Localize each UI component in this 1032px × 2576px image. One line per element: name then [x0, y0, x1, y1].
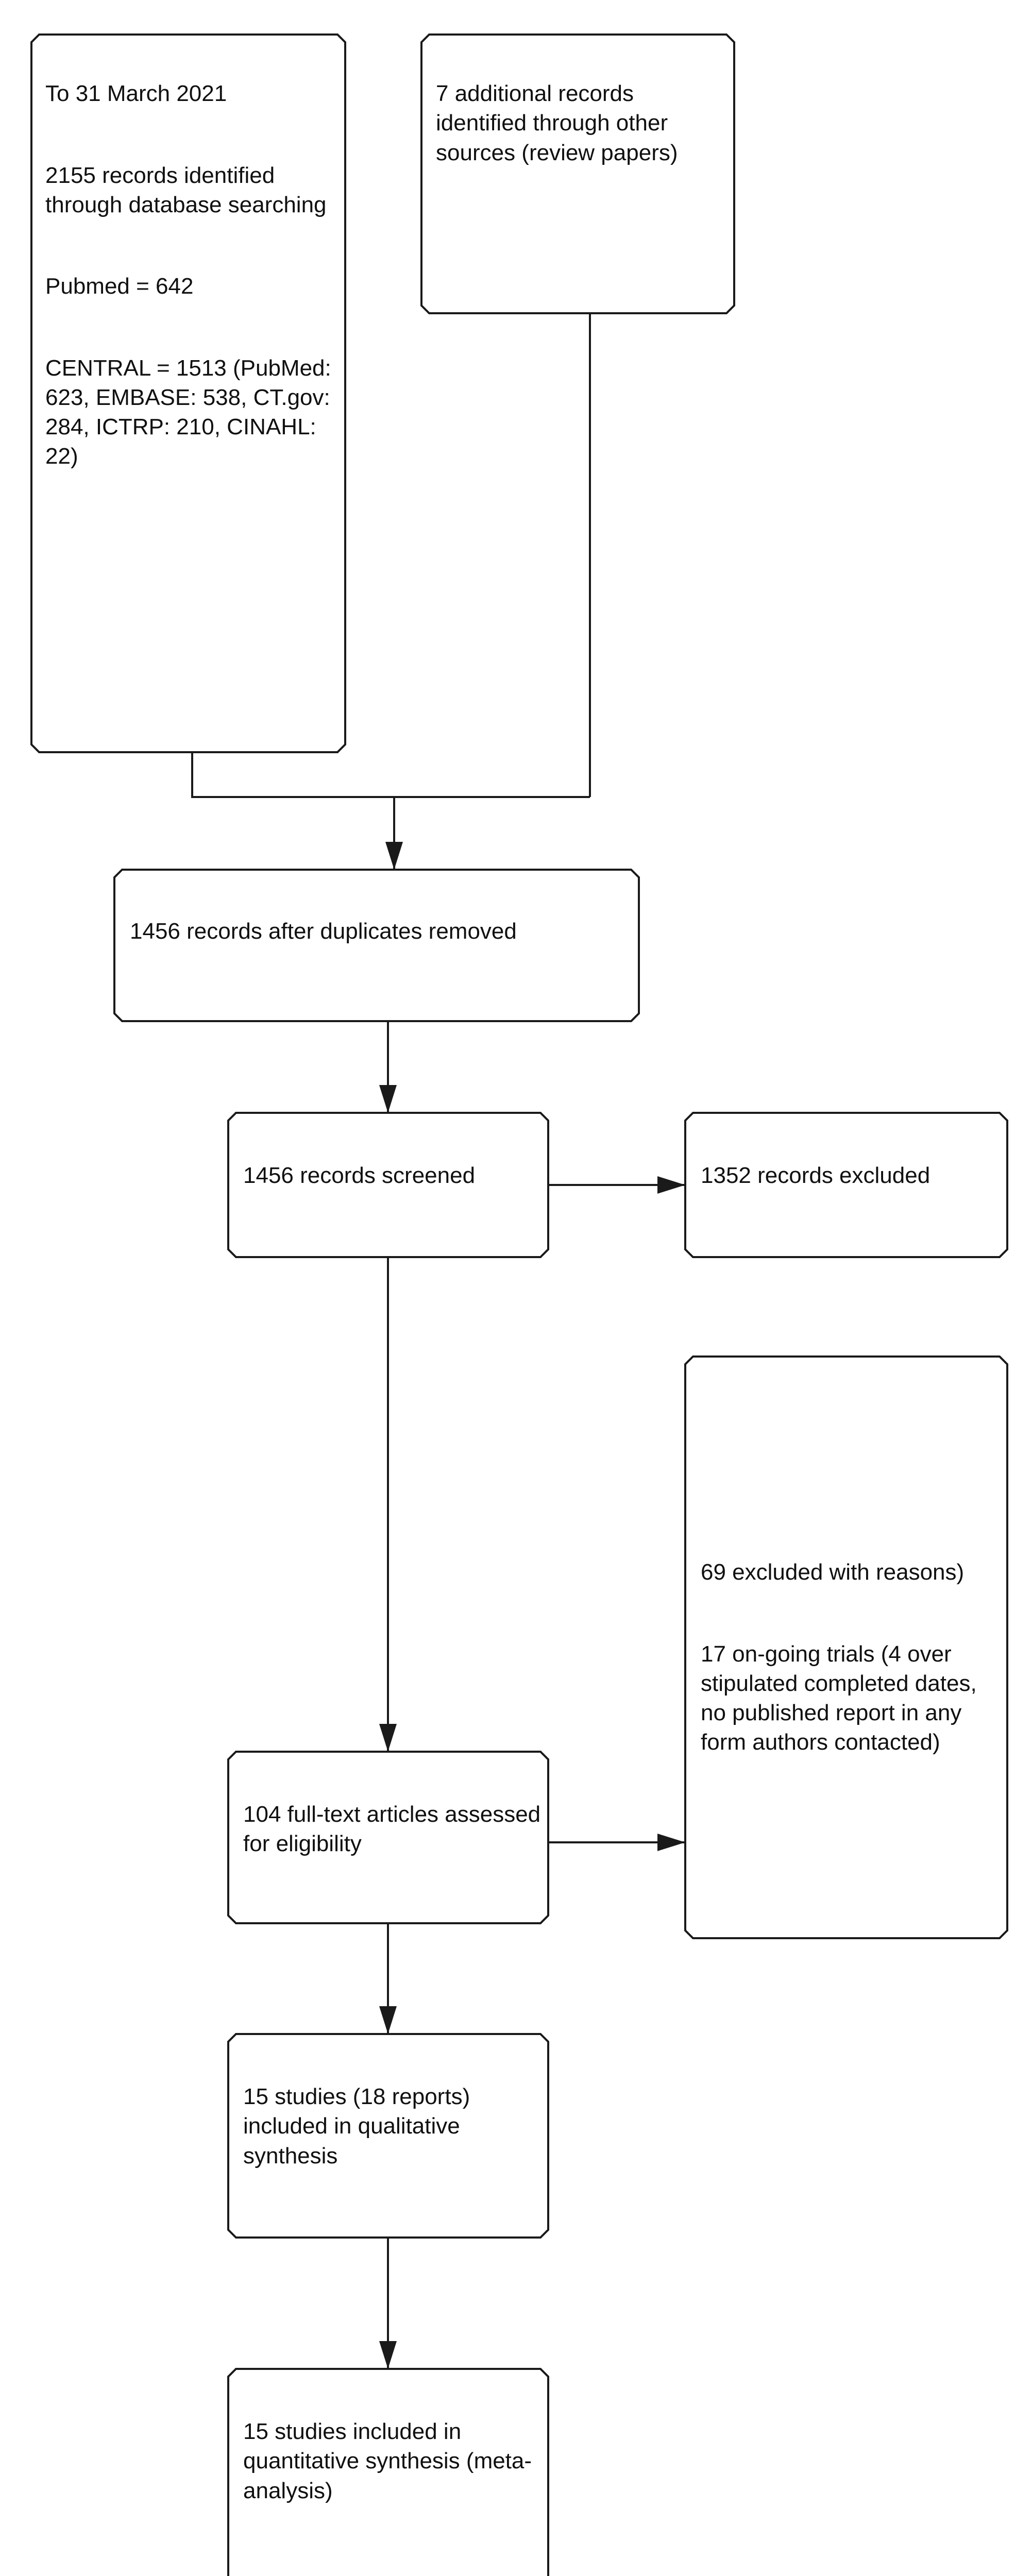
- arrowhead-merge-to-duplicates-removed: [385, 842, 403, 870]
- connector-database-to-merge: [191, 752, 590, 798]
- identification-database-paragraph-2: Pubmed = 642: [45, 274, 194, 299]
- identification-database-paragraph-1: 2155 records identified through database…: [45, 162, 327, 217]
- box-full-text-articles-assessed: [227, 1751, 549, 1924]
- box-studies-in-quantitative-synthesis: [227, 2368, 549, 2576]
- records-screened-paragraph-0: 1456 records screened: [243, 1163, 476, 1189]
- identification-other-sources-paragraph-0: 7 additional records identified through …: [436, 81, 678, 165]
- arrowhead-fulltext-to-qualitative: [379, 2006, 397, 2034]
- text-full-text-articles-assessed: 104 full-text articles assessed for elig…: [243, 1770, 542, 1888]
- qualitative-synthesis-paragraph-0: 15 studies (18 reports) included in qual…: [243, 2084, 470, 2168]
- text-records-screened: 1456 records screened: [243, 1131, 542, 1220]
- records-after-duplicates-removed-paragraph-0: 1456 records after duplicates removed: [130, 919, 517, 944]
- arrowhead-fulltext-to-excluded-reasons: [657, 1834, 685, 1851]
- identification-database-paragraph-3: CENTRAL = 1513 (PubMed: 623, EMBASE: 538…: [45, 355, 331, 469]
- arrowhead-screened-to-excluded: [657, 1176, 685, 1194]
- text-identification-database: To 31 March 2021 2155 records identified…: [45, 49, 340, 500]
- box-records-excluded: [684, 1112, 1008, 1258]
- text-studies-in-quantitative-synthesis: 15 studies included in quantitative synt…: [243, 2387, 542, 2535]
- box-identification-other-sources: [420, 33, 735, 314]
- full-text-excluded-paragraph-1: 17 on-going trials (4 over stipulated co…: [701, 1641, 977, 1755]
- text-identification-other-sources: 7 additional records identified through …: [436, 49, 724, 197]
- full-text-excluded-paragraph-0: 69 excluded with reasons): [701, 1560, 965, 1585]
- box-full-text-excluded-with-reasons: [684, 1355, 1008, 1939]
- text-full-text-excluded-with-reasons: 69 excluded with reasons) 17 on-going tr…: [701, 1528, 1000, 1787]
- arrowhead-duplicates-to-screened: [379, 1085, 397, 1113]
- identification-database-paragraph-0: To 31 March 2021: [45, 81, 227, 107]
- box-studies-in-qualitative-synthesis: [227, 2033, 549, 2239]
- records-excluded-paragraph-0: 1352 records excluded: [701, 1163, 931, 1189]
- box-records-screened: [227, 1112, 549, 1258]
- box-records-after-duplicates-removed: [113, 869, 640, 1022]
- arrowhead-screened-to-fulltext: [379, 1724, 397, 1752]
- text-records-after-duplicates-removed: 1456 records after duplicates removed: [130, 887, 624, 976]
- text-studies-in-qualitative-synthesis: 15 studies (18 reports) included in qual…: [243, 2053, 542, 2200]
- full-text-articles-assessed-paragraph-0: 104 full-text articles assessed for elig…: [243, 1802, 541, 1857]
- quantitative-synthesis-paragraph-0: 15 studies included in quantitative synt…: [243, 2419, 532, 2503]
- text-records-excluded: 1352 records excluded: [701, 1131, 1000, 1220]
- arrowhead-qualitative-to-quantitative: [379, 2341, 397, 2369]
- box-identification-database: [30, 33, 346, 753]
